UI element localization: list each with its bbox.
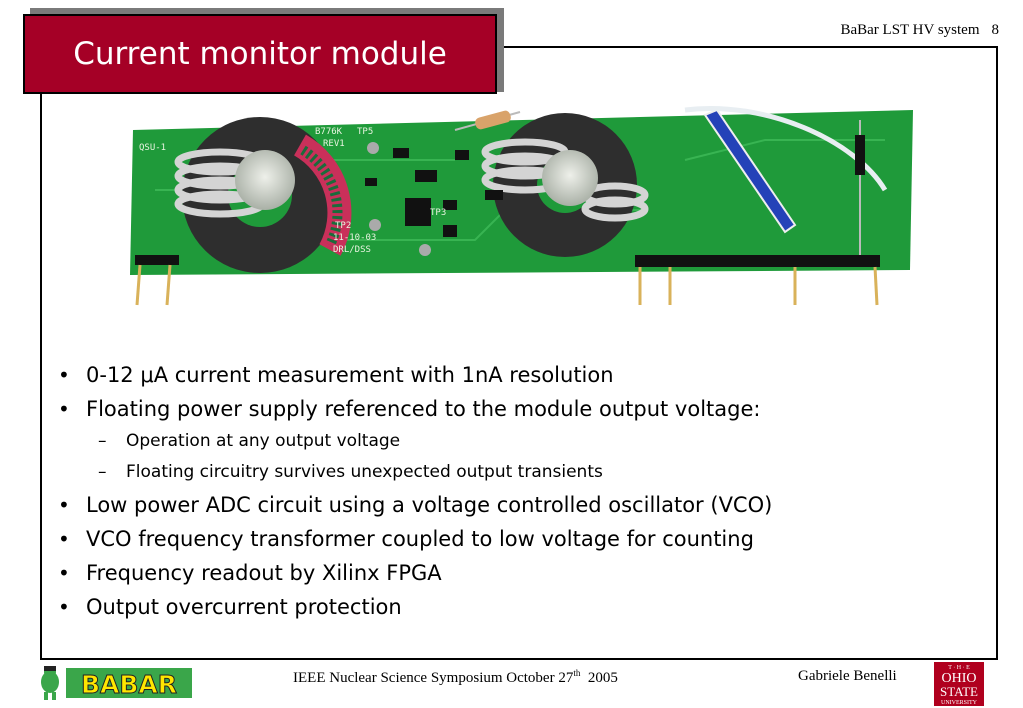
board-label-tp3: TP3 <box>430 208 446 218</box>
osu-line-ohio: OHIO <box>942 671 977 686</box>
board-label-tp5: TP5 <box>357 127 373 137</box>
diode <box>855 135 865 175</box>
bullet-item: Output overcurrent protection <box>58 590 978 624</box>
pin-header-left <box>135 255 179 306</box>
blue-capacitor <box>703 108 797 234</box>
board-label-id: QSU-1 <box>139 143 166 153</box>
bullet-item: 0-12 μA current measurement with 1nA res… <box>58 358 978 392</box>
sub-bullet-item: Floating circuitry survives unexpected o… <box>58 457 978 488</box>
board-label-part: B776K <box>315 127 343 137</box>
osu-line-state: STATE <box>940 684 978 699</box>
footer-date-suffix: th <box>573 668 581 678</box>
sub-bullet-item: Operation at any output voltage <box>58 426 978 457</box>
pin-header-right <box>635 255 880 306</box>
slide-title: Current monitor module <box>73 36 447 72</box>
bullet-item: VCO frequency transformer coupled to low… <box>58 522 978 556</box>
slide-header: BaBar LST HV system 8 <box>840 22 999 39</box>
osu-line-university: UNIVERSITY <box>941 700 978 706</box>
elephant-mascot-icon <box>41 666 59 700</box>
circuit-board-photo: QSU-1 B776K TP5 REV1 TP2 TP3 11-10-03 DR… <box>130 106 913 306</box>
ohio-state-logo: T · H · E OHIO STATE UNIVERSITY <box>934 662 984 706</box>
hv-wire <box>684 106 888 192</box>
toroid-transformer-left <box>174 117 352 273</box>
board-label-tp2: TP2 <box>335 221 351 231</box>
footer-conference: IEEE Nuclear Science Symposium October 2… <box>293 668 618 687</box>
page-number: 8 <box>991 22 1000 38</box>
board-label-date: 11-10-03 <box>333 233 376 243</box>
bullet-item: Frequency readout by Xilinx FPGA <box>58 556 978 590</box>
slide-title-box: Current monitor module <box>23 14 497 94</box>
osu-line-the: T · H · E <box>948 665 970 671</box>
board-label-initials: DRL/DSS <box>333 245 371 255</box>
toroid-transformer-right <box>481 113 649 257</box>
bullet-list: 0-12 μA current measurement with 1nA res… <box>58 358 978 624</box>
resistor <box>454 110 521 131</box>
content-frame <box>40 46 998 660</box>
doc-title: BaBar LST HV system <box>840 22 980 38</box>
babar-logo-text: BABAR <box>81 670 177 699</box>
ic-chips <box>365 148 503 237</box>
bullet-item: Low power ADC circuit using a voltage co… <box>58 488 978 522</box>
babar-logo: BABAR <box>41 666 192 700</box>
board-label-rev: REV1 <box>323 139 345 149</box>
bullet-item: Floating power supply referenced to the … <box>58 392 978 426</box>
footer-author: Gabriele Benelli <box>798 668 897 684</box>
footer-conference-text: IEEE Nuclear Science Symposium October 2… <box>293 670 574 686</box>
footer-year: 2005 <box>580 670 618 686</box>
